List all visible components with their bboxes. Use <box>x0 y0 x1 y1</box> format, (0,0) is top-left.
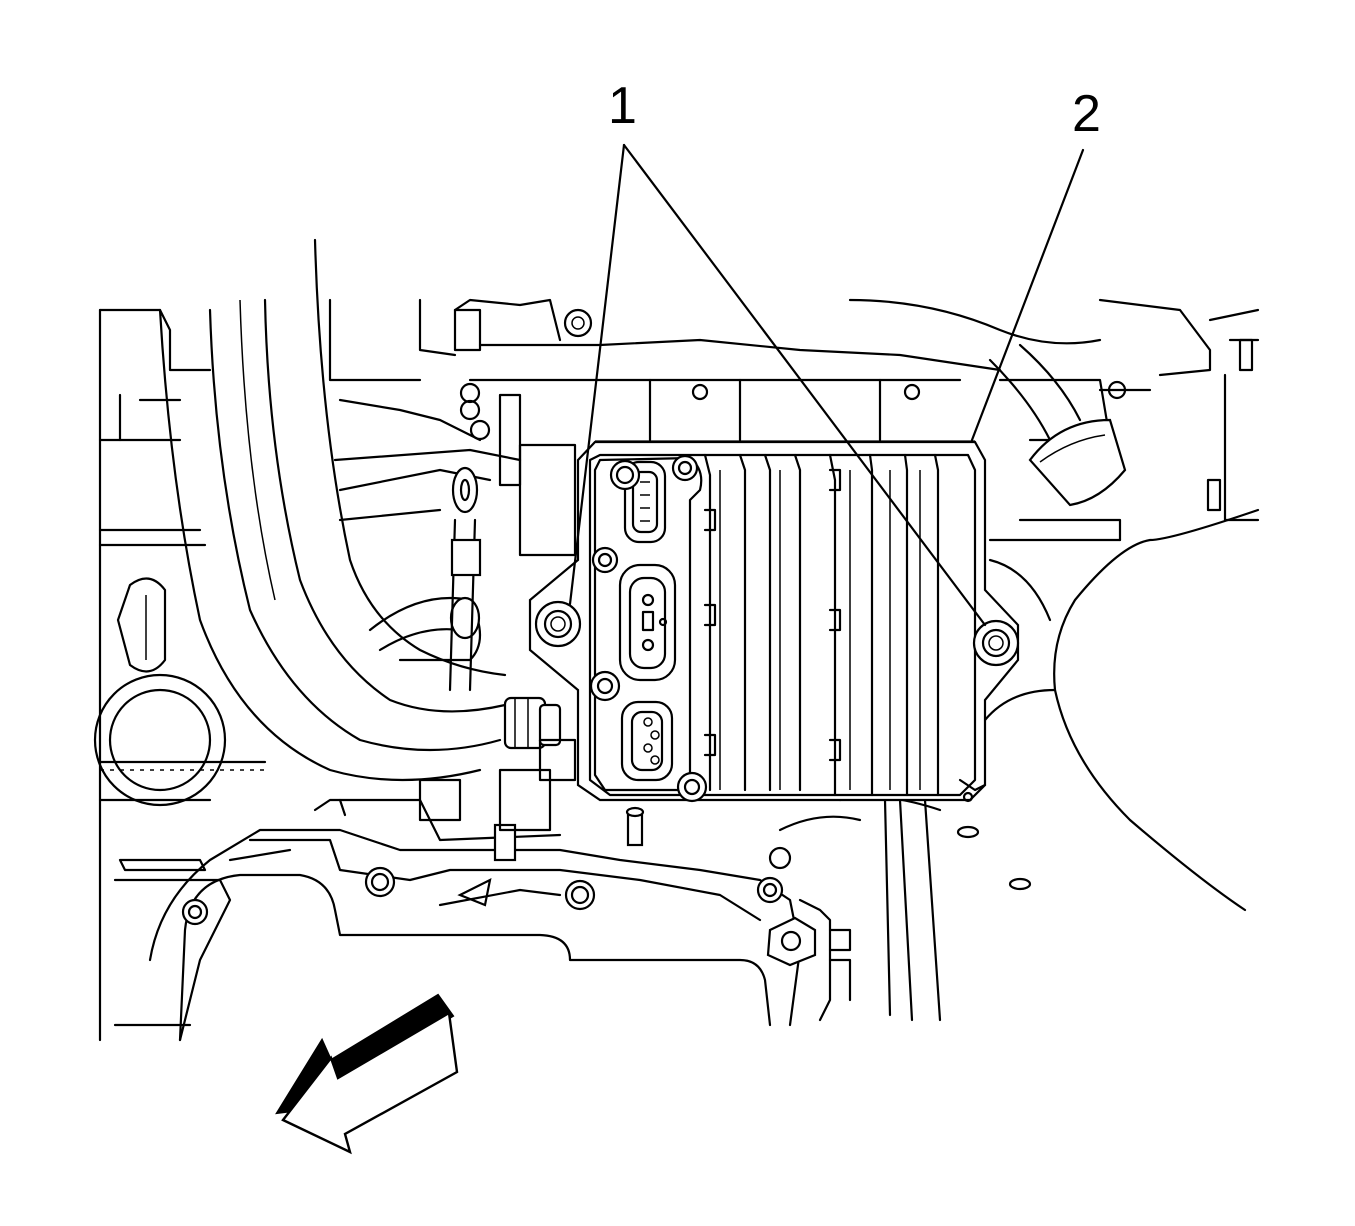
top-bolts <box>453 308 491 441</box>
callout-2-label: 2 <box>1072 85 1101 143</box>
connector-middle <box>618 563 677 682</box>
heat-sink-fins <box>703 453 940 797</box>
control-module <box>528 440 1020 803</box>
lower-bracket <box>148 738 852 1042</box>
engine-background <box>93 298 1260 1042</box>
module-mounting-bolts <box>534 600 1020 667</box>
leader-lines <box>568 143 1085 627</box>
coolant-hoses <box>158 238 562 782</box>
callout-1-label: 1 <box>608 77 637 135</box>
forward-direction-arrow-icon <box>275 993 459 1155</box>
connector-bottom <box>620 700 674 782</box>
